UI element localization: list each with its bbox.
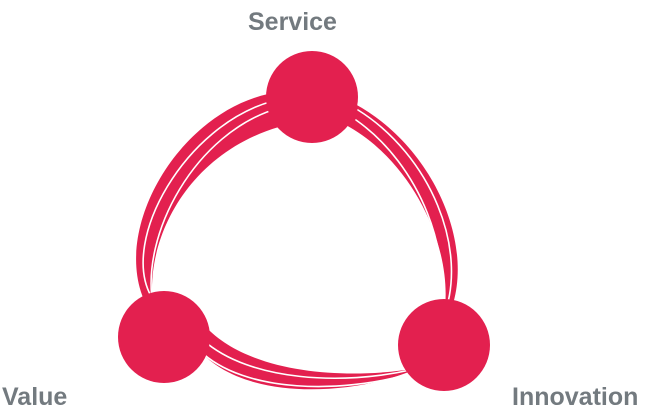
node-value-circle: [118, 291, 210, 383]
node-service-circle: [266, 51, 358, 143]
connector-innovation-to-service: [340, 104, 458, 332]
connector-value-to-innovation: [195, 326, 418, 390]
connector-service-to-value: [136, 94, 290, 320]
node-label-value: Value: [2, 383, 68, 411]
node-innovation-circle: [398, 299, 490, 391]
node-label-service: Service: [248, 8, 337, 36]
node-label-innovation: Innovation: [512, 383, 639, 411]
